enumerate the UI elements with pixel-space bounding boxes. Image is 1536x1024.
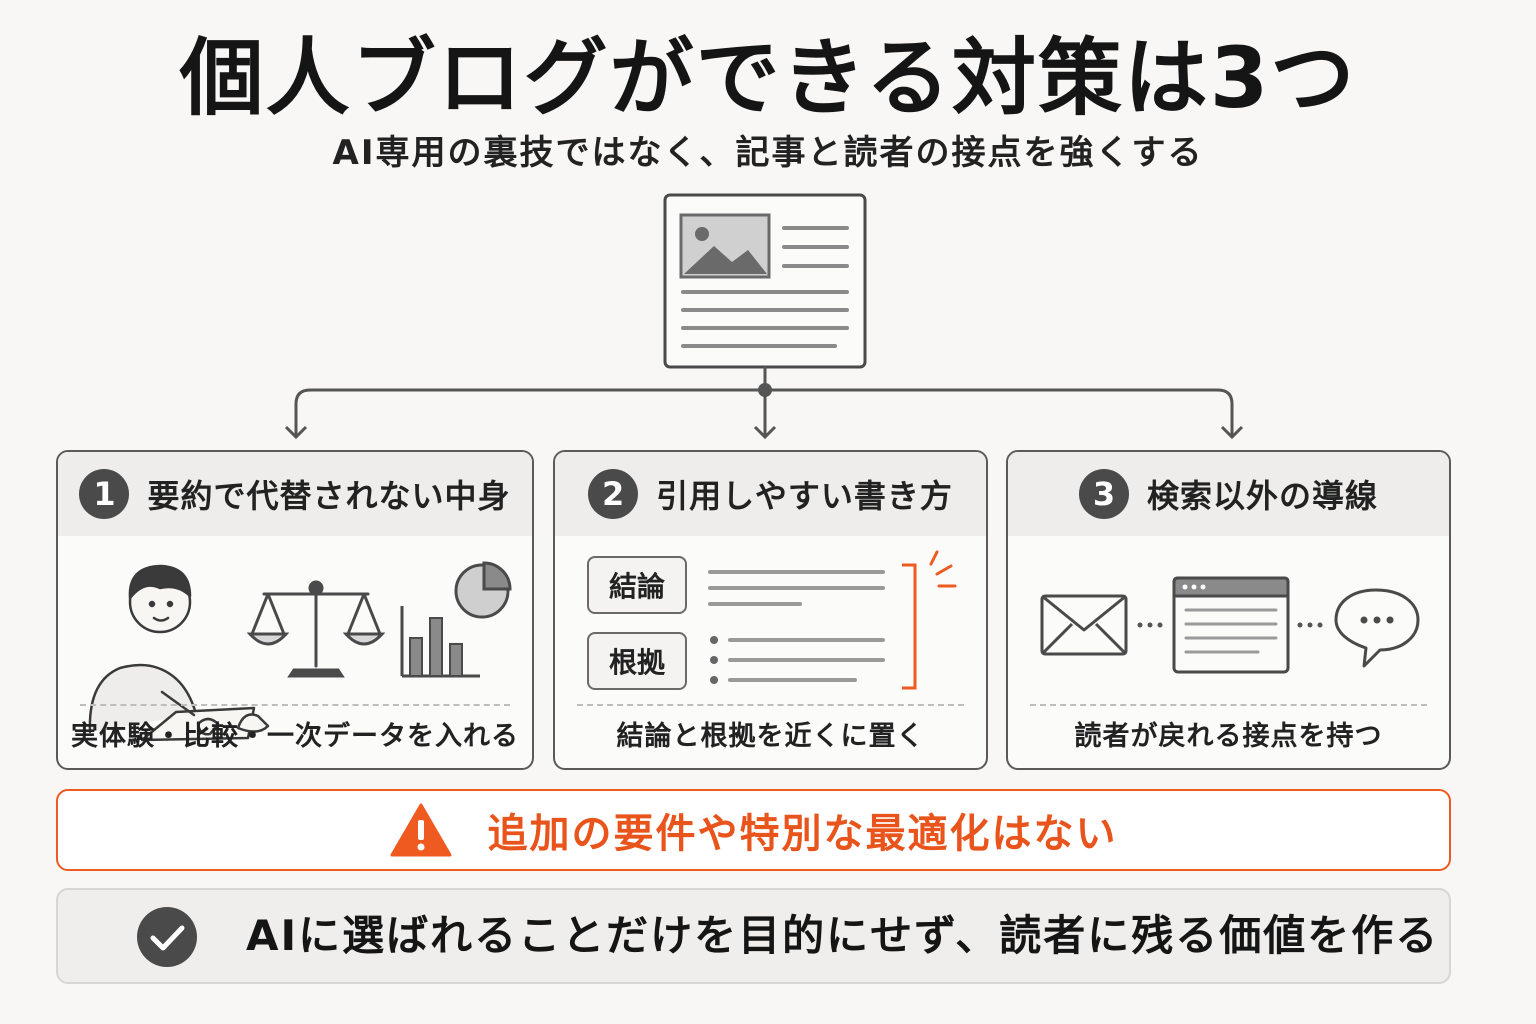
number-badge: 2	[588, 469, 639, 519]
card-divider	[1030, 704, 1427, 706]
number-badge: 1	[79, 469, 130, 519]
conclusion-banner: AIに選ばれることだけを目的にせず、読者に残る価値を作る	[56, 888, 1451, 984]
warning-banner: 追加の要件や特別な最適化はない	[56, 789, 1451, 871]
speech-bubble-icon	[1334, 588, 1420, 668]
connector-node	[758, 383, 772, 397]
card-unique-content: 1 要約で代替されない中身	[56, 450, 534, 770]
text-lines-illustration	[708, 550, 957, 690]
card-citable-writing: 2 引用しやすい書き方 結論 根拠	[553, 450, 988, 770]
conclusion-text: AIに選ばれることだけを目的にせず、読者に残る価値を作る	[246, 911, 1440, 960]
person-writing-icon	[88, 564, 270, 742]
bar-chart-icon	[400, 606, 480, 678]
card-non-search-channels: 3 検索以外の導線	[1006, 450, 1451, 770]
article-document-icon	[663, 193, 867, 369]
card-caption: 結論と根拠を近くに置く	[616, 721, 925, 752]
card-header: 1 要約で代替されない中身	[58, 452, 532, 536]
page-title: 個人ブログができる対策は3つ	[179, 29, 1357, 127]
warning-triangle-icon	[390, 803, 451, 857]
tag-conclusion: 結論	[587, 556, 687, 614]
card-header: 2 引用しやすい書き方	[555, 452, 986, 536]
warning-text: 追加の要件や特別な最適化はない	[487, 811, 1118, 857]
connector-lines	[284, 367, 1244, 440]
card-title: 検索以外の導線	[1146, 477, 1378, 515]
spark-icon	[929, 550, 957, 588]
card-divider	[577, 704, 964, 706]
number-badge: 3	[1078, 469, 1129, 519]
page-subtitle: AI専用の裏技ではなく、記事と読者の接点を強くする	[332, 133, 1204, 173]
card-divider	[80, 704, 510, 706]
article-image-icon	[679, 213, 771, 279]
card-header: 3 検索以外の導線	[1008, 452, 1449, 536]
article-tree-diagram	[284, 193, 1244, 440]
pie-chart-icon	[454, 561, 512, 619]
check-circle-icon	[137, 907, 197, 967]
envelope-icon	[1040, 594, 1128, 656]
card-illustration	[88, 561, 512, 742]
channel-illustration	[1040, 576, 1420, 674]
browser-window-icon	[1172, 576, 1290, 674]
balance-scale-icon	[246, 580, 386, 678]
bracket-icon	[902, 563, 917, 690]
card-caption: 読者が戻れる接点を持つ	[1074, 721, 1383, 752]
tag-evidence: 根拠	[587, 632, 687, 690]
card-title: 引用しやすい書き方	[656, 477, 953, 515]
card-title: 要約で代替されない中身	[147, 477, 511, 515]
card-caption: 実体験・比較・一次データを入れる	[71, 721, 519, 752]
